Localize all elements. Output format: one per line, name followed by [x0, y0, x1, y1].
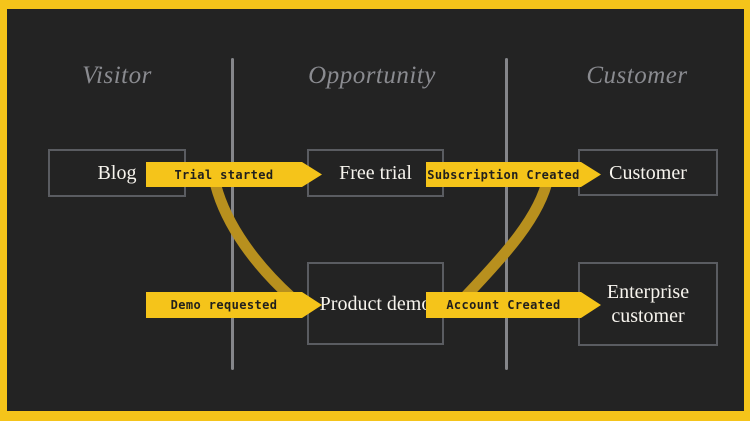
column-header-opportunity: Opportunity	[308, 62, 436, 89]
arrow-account-created: Account Created	[426, 292, 601, 318]
node-free-trial: Free trial	[307, 149, 444, 197]
column-divider-2	[505, 58, 508, 370]
arrow-demo-requested: Demo requested	[146, 292, 322, 318]
arrow-trial-started-label: Trial started	[174, 167, 274, 182]
arrow-trial-started: Trial started	[146, 162, 322, 187]
arrow-demo-requested-label: Demo requested	[170, 298, 278, 312]
column-header-visitor: Visitor	[82, 62, 152, 89]
node-enterprise-customer: Enterprise customer	[578, 262, 718, 346]
arrow-subscription-created: Subscription Created	[426, 162, 601, 187]
arrow-subscription-created-label: Subscription Created	[427, 167, 580, 182]
column-divider-1	[231, 58, 234, 370]
node-product-demo: Product demo	[307, 262, 444, 345]
arrow-account-created-label: Account Created	[446, 298, 561, 312]
node-customer: Customer	[578, 149, 718, 196]
column-header-customer: Customer	[586, 62, 688, 89]
